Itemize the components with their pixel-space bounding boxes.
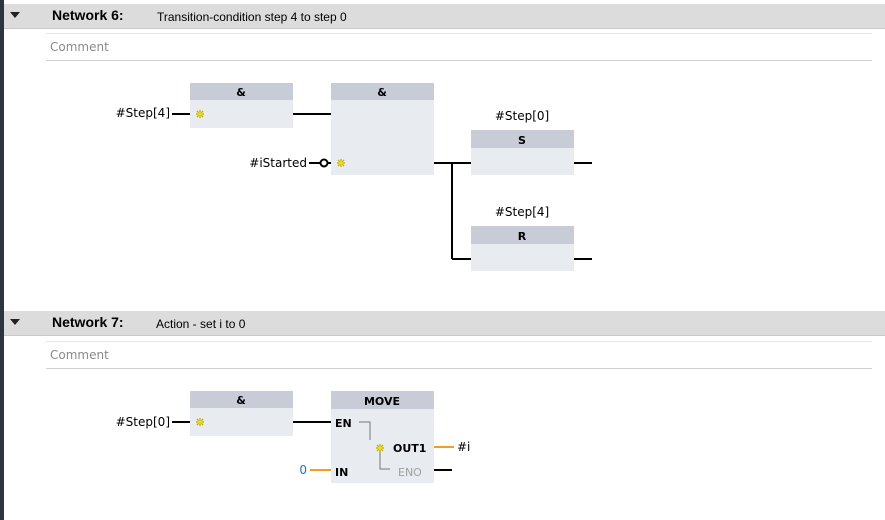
- out-operand[interactable]: #i: [457, 440, 470, 454]
- collapse-triangle-icon[interactable]: [10, 319, 20, 325]
- unconnected-output-icon[interactable]: [375, 443, 385, 453]
- reset-coil-label: R: [518, 230, 527, 243]
- network-6-comment-text: Comment: [50, 40, 109, 54]
- in-constant[interactable]: 0: [299, 463, 307, 477]
- move-en-pin: EN: [335, 417, 352, 430]
- move-box[interactable]: MOVE EN IN OUT1 ENO: [331, 391, 434, 483]
- reset-coil-box[interactable]: R: [471, 226, 574, 271]
- and-box-3-label: &: [236, 394, 246, 407]
- coil-reset-operand[interactable]: #Step[4]: [495, 205, 549, 219]
- network-6-comment[interactable]: Comment: [46, 33, 872, 61]
- network-6-description[interactable]: Transition-condition step 4 to step 0: [157, 10, 347, 24]
- unconnected-input-icon[interactable]: [195, 109, 205, 119]
- move-box-title: MOVE: [364, 395, 400, 408]
- move-eno-pin: ENO: [398, 466, 422, 479]
- collapse-triangle-icon[interactable]: [10, 12, 20, 18]
- ladder-diagram: & #Step[4] & #iStarted #Step[: [116, 83, 592, 483]
- and-box-2[interactable]: &: [331, 83, 434, 175]
- move-in-pin: IN: [335, 466, 348, 479]
- network-7-header[interactable]: Network 7: Action - set i to 0: [4, 311, 885, 336]
- coil-set-operand[interactable]: #Step[0]: [495, 109, 549, 123]
- input-step0[interactable]: #Step[0]: [116, 415, 170, 429]
- and-box-1[interactable]: &: [190, 83, 293, 128]
- unconnected-input-icon[interactable]: [195, 417, 205, 427]
- network-6-header[interactable]: Network 6: Transition-condition step 4 t…: [4, 4, 885, 29]
- network-6-title: Network 6:: [52, 7, 124, 23]
- network-7-title: Network 7:: [52, 314, 124, 330]
- network-7-comment[interactable]: Comment: [46, 341, 872, 369]
- and-box-2-label: &: [377, 86, 387, 99]
- network-7-description[interactable]: Action - set i to 0: [156, 317, 246, 331]
- negation-circle-icon: [319, 158, 329, 168]
- network-7-comment-text: Comment: [50, 348, 109, 362]
- ladder-editor: Network 6: Transition-condition step 4 t…: [4, 0, 885, 520]
- network-6-logic: & #Step[4] & #iStarted #Step[: [116, 83, 592, 271]
- network-7-logic: & #Step[0] MOVE EN IN OUT1 ENO 0: [116, 391, 470, 483]
- unconnected-input-icon[interactable]: [336, 158, 346, 168]
- and-box-3[interactable]: &: [190, 391, 293, 436]
- input-istarted[interactable]: #iStarted: [249, 156, 307, 170]
- set-coil-box[interactable]: S: [471, 130, 574, 175]
- input-step4[interactable]: #Step[4]: [116, 106, 170, 120]
- set-coil-label: S: [518, 134, 526, 147]
- move-out1-pin: OUT1: [393, 442, 426, 455]
- and-box-1-label: &: [236, 86, 246, 99]
